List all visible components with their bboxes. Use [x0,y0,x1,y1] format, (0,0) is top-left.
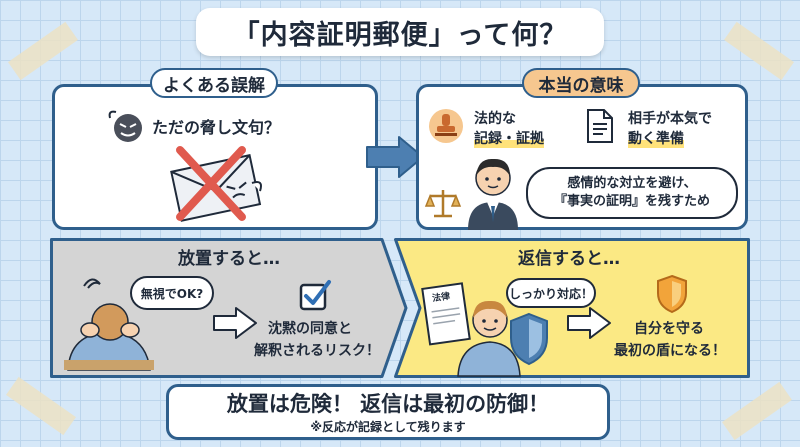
meaning-note-line1: 感情的な対立を避け、 [567,176,697,191]
footer-panel [166,384,610,440]
meaning-note-line2: 『事実の証明』を残すため [553,194,710,209]
reply-result-line2: 最初の盾になる！ [614,343,726,359]
meaning-item1-line1: 法的な [474,111,516,127]
arrow-right-icon [567,307,611,339]
ignore-result-line1: 沈黙の同意と [268,321,352,337]
meaning-item1-line2: 記録・証拠 [474,128,544,148]
ignore-result-line2: 解釈されるリスク！ [254,343,380,359]
checkbox-icon [299,280,331,311]
misconception-text: ただの脅し文句？ [152,118,281,137]
reply-result-line1: 自分を守る [634,321,704,337]
meaning-label: 本当の意味 [522,68,640,98]
reply-bubble: しっかり対応！ [506,278,596,308]
scales-icon [424,190,462,218]
tape-decoration [6,376,76,436]
tape-decoration [722,381,792,441]
meaning-item2-line1: 相手が本気で [628,111,712,127]
ignore-panel [50,238,408,378]
scary-face-icon [108,110,142,142]
ignore-label: 放置すると… [178,249,280,269]
reply-label: 返信すると… [518,249,620,269]
meaning-item2-line2: 動く準備 [628,128,684,148]
law-document-icon [421,282,471,346]
reply-doc-label: 法律 [431,291,451,305]
arrow-right-icon [366,136,424,178]
lawyer-icon [468,158,518,230]
emblem-shield-icon [657,274,687,314]
document-icon [587,109,613,143]
person-icon [457,300,521,377]
crossed-envelope-icon [170,146,262,222]
stamp-icon [429,109,463,143]
footer-sub: ※反応が記録として残ります [310,420,466,434]
tape-decoration [8,21,78,81]
troubled-person-icon [64,278,154,371]
page-title: 「内容証明郵便」って何？ [196,8,604,56]
meaning-note-bubble: 感情的な対立を避け、 『事実の証明』を残すため [526,167,738,219]
arrow-right-icon [213,307,257,339]
ignore-bubble: 無視でOK? [130,276,214,310]
shield-icon [510,312,548,366]
misconception-label: よくある誤解 [150,68,278,98]
footer-main: 放置は危険！ 返信は最初の防御！ [226,392,550,416]
tape-decoration [724,21,794,81]
